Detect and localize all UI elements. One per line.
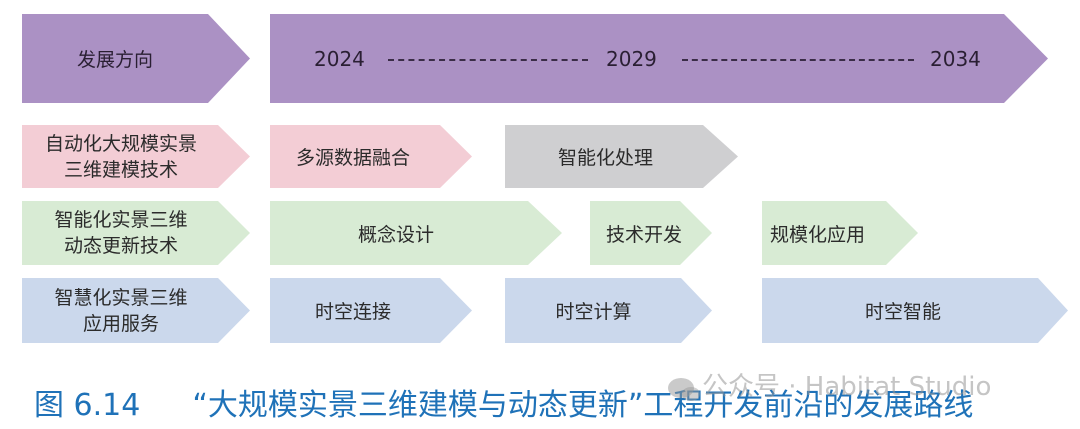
row-label-modeling: 自动化大规模实景三维建模技术 (22, 125, 250, 188)
stage-multi-source-fusion: 多源数据融合 (270, 125, 472, 188)
row-label-line1: 智能化实景三维 (54, 209, 188, 231)
timeline-dash-1 (388, 58, 588, 61)
stage-tech-development: 技术开发 (590, 201, 712, 265)
stage-spatiotemporal-intelligence: 时空智能 (762, 278, 1068, 343)
stage-spatiotemporal-connection: 时空连接 (270, 278, 472, 343)
row-label-line2: 动态更新技术 (63, 235, 178, 257)
row-label-application-service: 智慧化实景三维应用服务 (22, 278, 250, 343)
stage-scaled-application: 规模化应用 (762, 201, 918, 265)
direction-header-arrow: 发展方向 (22, 14, 250, 103)
row-label-line2: 三维建模技术 (63, 158, 178, 181)
direction-label: 发展方向 (76, 49, 153, 71)
row-label-line2: 应用服务 (82, 312, 159, 335)
figure-title: “大规模实景三维建模与动态更新”工程开发前沿的发展路线 (192, 388, 974, 423)
row-label-line1: 智慧化实景三维 (54, 286, 188, 309)
figure-number: 图 6.14 (34, 388, 141, 423)
year-2029: 2029 (606, 46, 657, 71)
year-2034: 2034 (930, 46, 981, 71)
row-label-dynamic-update: 智能化实景三维动态更新技术 (22, 201, 250, 265)
row-label-line1: 自动化大规模实景 (44, 132, 197, 155)
figure-caption: 图 6.14 “大规模实景三维建模与动态更新”工程开发前沿的发展路线 (34, 380, 973, 424)
year-2024: 2024 (314, 46, 365, 71)
timeline-dash-2 (682, 58, 914, 61)
watermark-text: 公众号 · Habitat Studio (702, 372, 992, 402)
stage-intelligent-processing: 智能化处理 (505, 125, 738, 188)
wechat-icon (668, 377, 700, 401)
timeline-arrow: 2024 2029 2034 (270, 14, 1048, 103)
stage-concept-design: 概念设计 (270, 201, 562, 265)
watermark: 公众号 · Habitat Studio (668, 366, 991, 403)
stage-spatiotemporal-computing: 时空计算 (505, 278, 712, 343)
